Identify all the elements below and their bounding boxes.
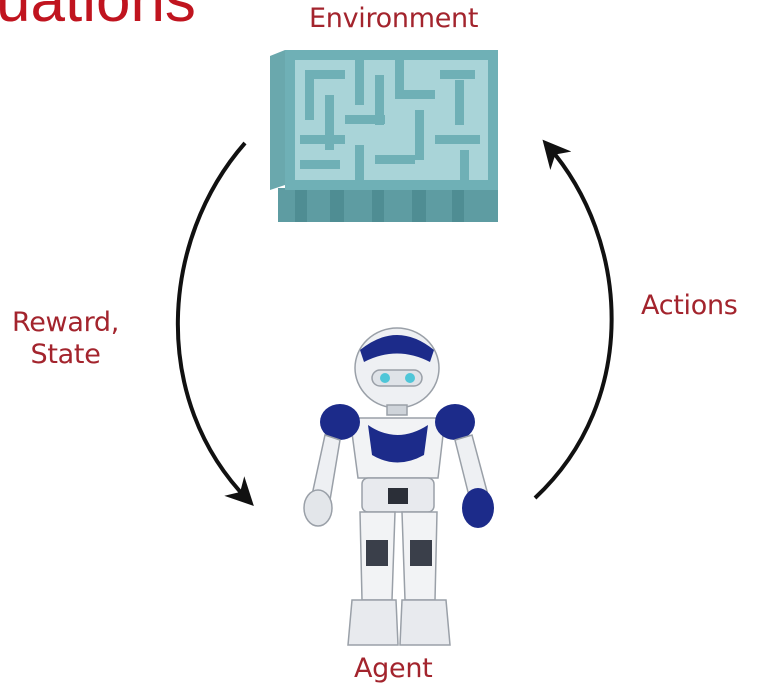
partial-slide-title: uations — [0, 0, 196, 35]
state-label-line: State — [30, 339, 101, 371]
actions-label: Actions — [641, 290, 738, 321]
robot-icon — [303, 327, 494, 646]
reward-state-arrow — [175, 141, 254, 507]
reward-label-line: Reward, — [12, 307, 120, 338]
actions-arrow — [533, 139, 614, 500]
agent-label: Agent — [354, 653, 433, 684]
maze-icon — [270, 50, 498, 222]
reward-state-label: Reward, State — [12, 307, 119, 372]
environment-label: Environment — [309, 3, 479, 34]
